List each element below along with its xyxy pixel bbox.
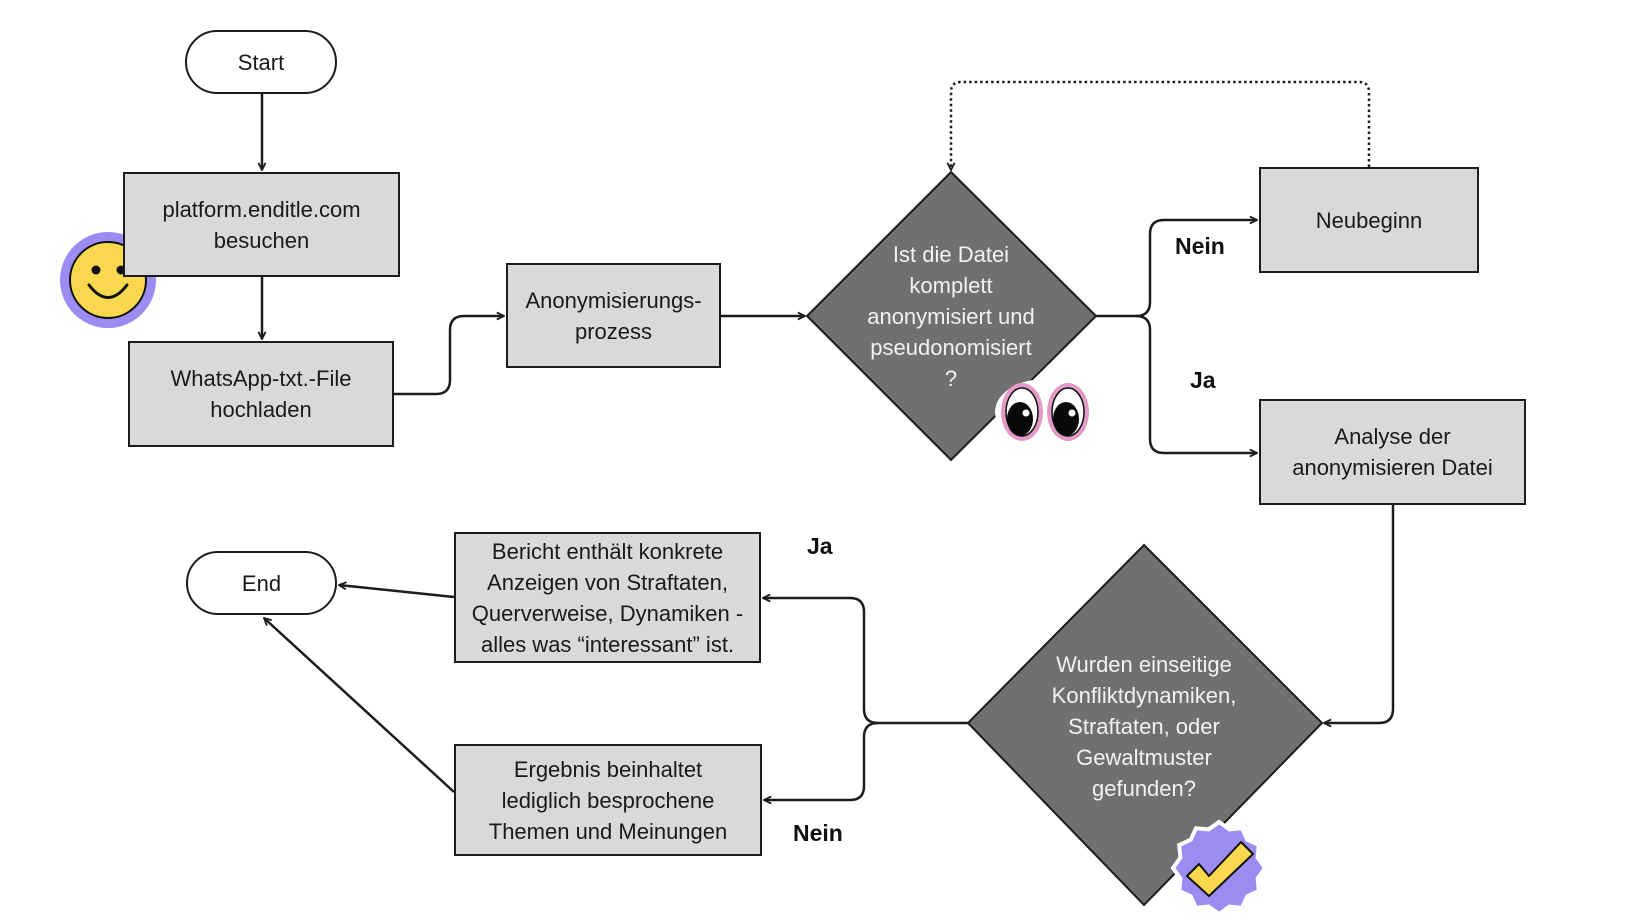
restart-label: Neubeginn <box>1315 207 1423 233</box>
process-visit-platform: platform.enditle.com besuchen <box>123 172 400 277</box>
edge-decision2-yes <box>763 598 968 725</box>
analysis-label: Analyse der anonymisieren Datei <box>1292 424 1493 480</box>
process-anonymization: Anonymisierungs- prozess <box>506 263 721 368</box>
visit-label: platform.enditle.com besuchen <box>162 196 361 253</box>
verified-check-badge-icon <box>1170 819 1268 917</box>
edge-label-decision2-no: Nein <box>793 820 843 846</box>
start-terminal: Start <box>185 30 337 94</box>
process-report: Bericht enthält konkrete Anzeigen von St… <box>454 532 761 663</box>
decision-anonymized-shape <box>805 170 1098 462</box>
result-label: Ergebnis beinhaltet lediglich besprochen… <box>488 756 728 844</box>
edge-label-decision1-yes: Ja <box>1190 367 1216 393</box>
edge-result-to-end <box>264 618 455 793</box>
googly-eyes-icon <box>995 379 1095 445</box>
edge-restart-loop <box>951 80 1371 170</box>
edge-decision1-yes <box>1135 314 1257 453</box>
edge-report-to-end <box>339 585 455 599</box>
decision1-label: Ist die Datei komplett anonymisiert und … <box>867 241 1035 391</box>
edge-label-decision2-yes: Ja <box>807 533 833 559</box>
end-terminal: End <box>186 551 337 615</box>
upload-label: WhatsApp-txt.-File hochladen <box>170 366 352 422</box>
decision2-label: Wurden einseitige Konfliktdynamiken, Str… <box>1051 651 1237 801</box>
report-label: Bericht enthält konkrete Anzeigen von St… <box>471 538 744 657</box>
decision-anonymized-text: Ist die Datei komplett anonymisiert und … <box>851 236 1051 396</box>
process-result: Ergebnis beinhaltet lediglich besprochen… <box>454 744 762 856</box>
edge-label-decision1-no: Nein <box>1175 233 1225 259</box>
edge-analysis-to-decision2 <box>1324 505 1395 723</box>
edge-decision2-no <box>764 721 879 800</box>
process-analysis: Analyse der anonymisieren Datei <box>1259 399 1526 505</box>
end-label: End <box>241 570 282 596</box>
edge-upload-to-anonymize <box>394 316 504 396</box>
process-restart: Neubeginn <box>1259 167 1479 273</box>
decision-patterns-found-shape <box>966 543 1324 907</box>
edge-decision1-no <box>1096 220 1257 318</box>
anonymize-label: Anonymisierungs- prozess <box>525 287 702 344</box>
process-upload-file: WhatsApp-txt.-File hochladen <box>128 341 394 447</box>
decision-patterns-found-text: Wurden einseitige Konfliktdynamiken, Str… <box>1034 646 1254 806</box>
start-label: Start <box>237 49 285 75</box>
